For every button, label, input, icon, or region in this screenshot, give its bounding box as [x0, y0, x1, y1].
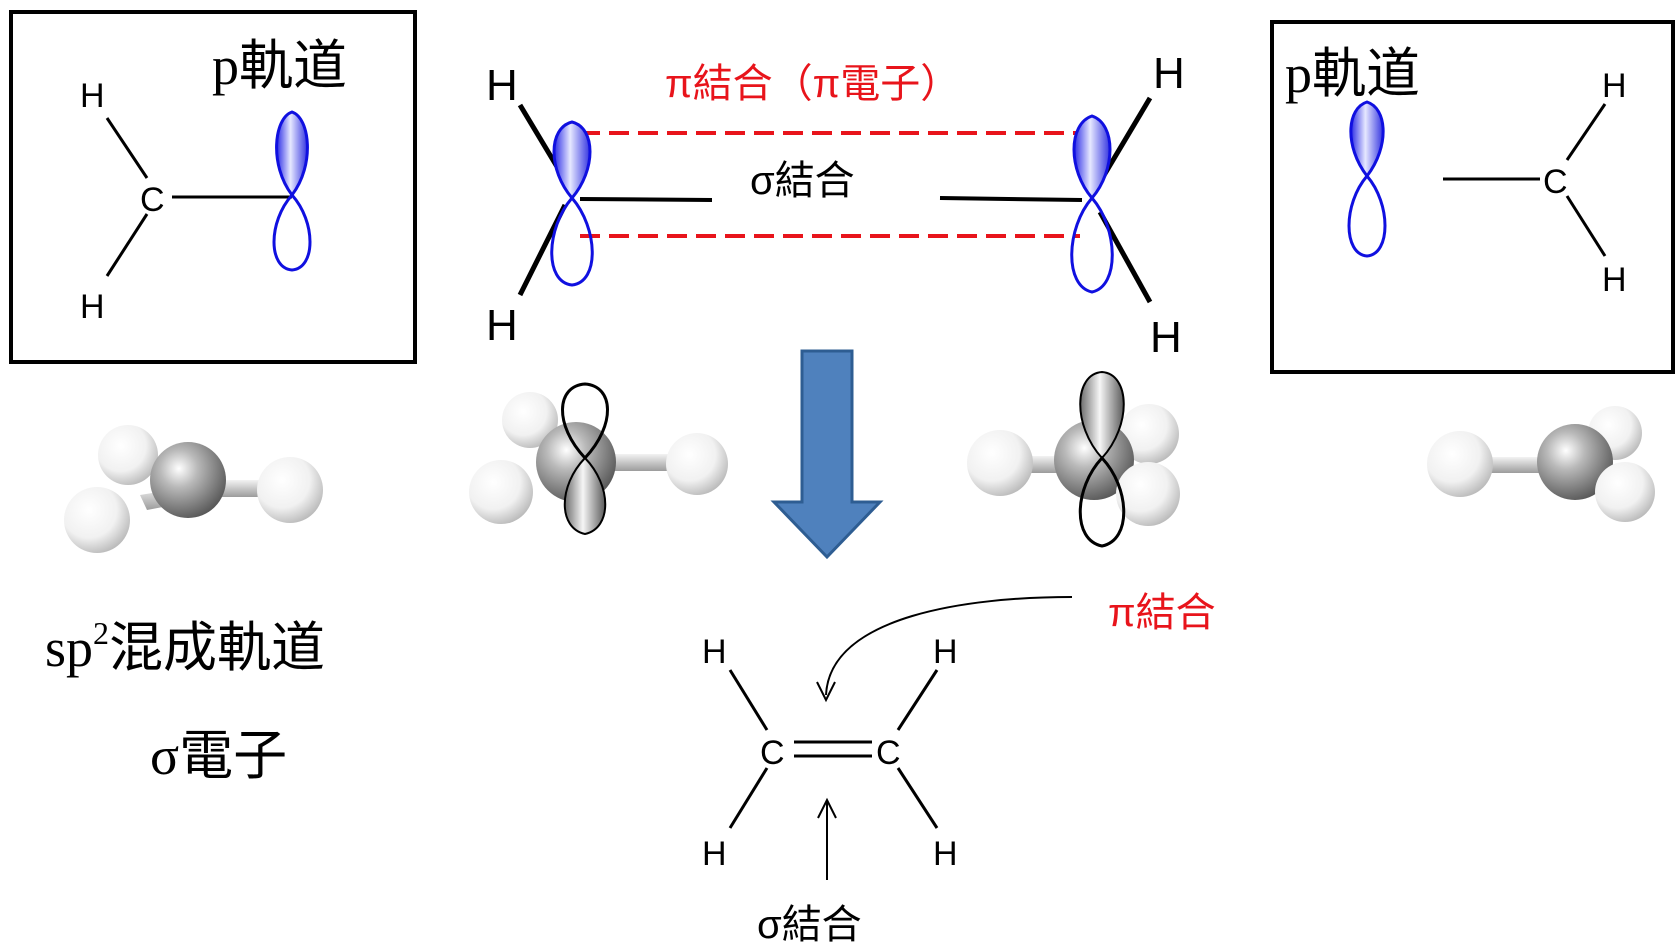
ball-model-left-ch2 — [64, 425, 323, 553]
center-left-orbital-lower-lobe — [550, 195, 594, 287]
right-p-orbital-lower-lobe — [1347, 173, 1387, 258]
left-h-bottom: H — [80, 288, 105, 326]
ethylene-h-top-left: H — [702, 633, 727, 671]
center-right-3d-upper-lobe — [1079, 370, 1125, 460]
ethylene-structure: π結合 H H C C H H σ結合 — [702, 591, 1216, 947]
ethylene-c-left: C — [760, 734, 785, 772]
sigma-bond-label-top: σ結合 — [750, 159, 855, 203]
center-h-bottom-left: H — [486, 301, 518, 350]
left-p-orbital-lower-lobe — [272, 192, 312, 272]
center-right-3d-lower-lobe — [1078, 455, 1126, 548]
center-pi-bond-formation: π結合（π電子） σ結合 H H H H — [486, 49, 1185, 362]
right-carbon: C — [1543, 163, 1568, 201]
left-p-orbital-box: p軌道 H C H — [9, 10, 417, 364]
center-h-top-left: H — [486, 61, 518, 110]
right-p-orbital-box: p軌道 H C H — [1270, 20, 1675, 374]
left-box-title: p軌道 — [212, 36, 347, 96]
sp2-hybrid-label: sp2混成軌道 — [45, 615, 325, 678]
center-left-orbital-upper-lobe — [552, 120, 592, 201]
ball-model-right-ch2 — [1427, 406, 1655, 522]
ethylene-h-bottom-left: H — [702, 835, 727, 873]
hybrid-orbital-labels: sp2混成軌道 σ電子 — [45, 615, 325, 786]
center-h-bottom-right: H — [1150, 313, 1182, 362]
center-left-3d-upper-lobe — [561, 382, 609, 461]
left-h-top: H — [80, 77, 105, 115]
right-h-bottom: H — [1602, 261, 1627, 299]
center-right-orbital-upper-lobe — [1072, 114, 1112, 201]
ball-model-center-right — [967, 370, 1180, 548]
sigma-electron-label: σ電子 — [150, 726, 287, 786]
ball-model-center-left — [469, 382, 728, 536]
sigma-bond-label-bottom: σ結合 — [757, 903, 862, 947]
center-left-3d-lower-lobe — [563, 456, 607, 536]
reaction-down-arrow — [770, 349, 884, 560]
right-p-orbital-upper-lobe — [1349, 100, 1385, 179]
center-h-top-right: H — [1153, 49, 1185, 98]
ethylene-c-right: C — [876, 734, 901, 772]
pi-bond-label-top: π結合（π電子） — [665, 62, 960, 106]
center-right-orbital-lower-lobe — [1070, 195, 1114, 294]
pi-bond-label-bottom: π結合 — [1108, 591, 1216, 635]
pi-bond-pointer-arrow — [825, 596, 1073, 696]
left-carbon: C — [140, 181, 165, 219]
right-h-top: H — [1602, 67, 1627, 105]
left-p-orbital-upper-lobe — [275, 110, 309, 198]
right-box-title: p軌道 — [1285, 44, 1420, 104]
ethylene-h-bottom-right: H — [933, 835, 958, 873]
ethylene-h-top-right: H — [933, 633, 958, 671]
